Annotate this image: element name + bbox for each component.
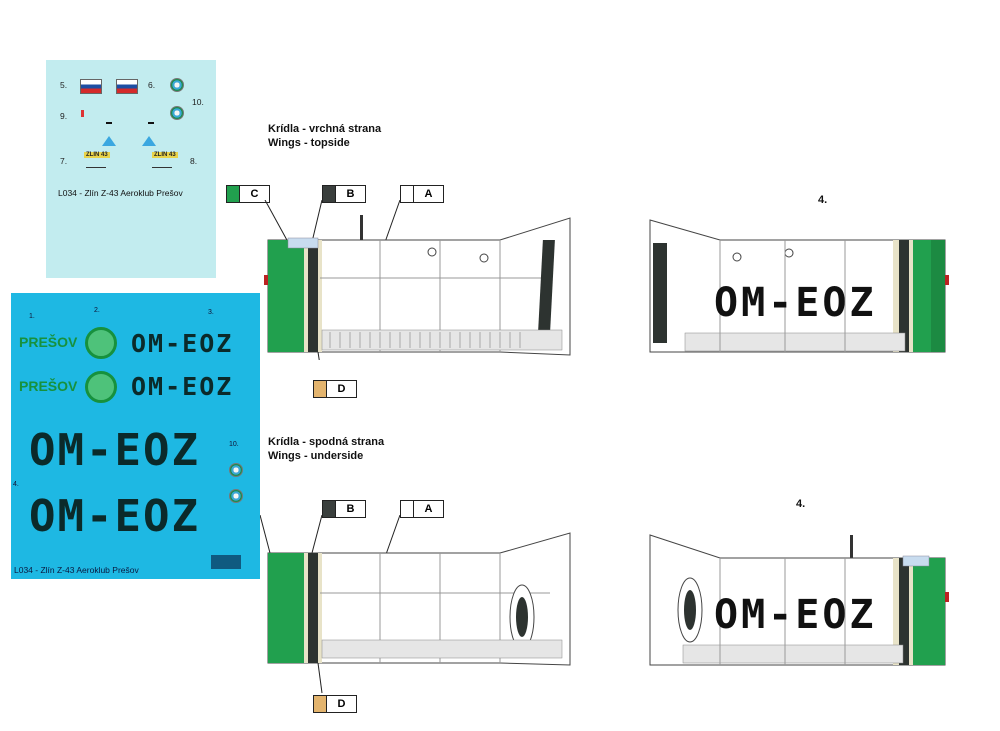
decal-number: 8.	[190, 156, 198, 166]
aeroclub-logo-decal	[85, 327, 117, 359]
color-box-label: A	[424, 188, 433, 200]
slovak-flag-decal	[116, 79, 138, 94]
decal-number: 3.	[208, 309, 214, 316]
color-box-c: C	[226, 185, 270, 203]
red-mark-decal	[81, 110, 84, 117]
decal-number-label: 4.	[796, 498, 806, 510]
underside-heading-en: Wings - underside	[268, 450, 364, 462]
color-swatch-d	[314, 381, 327, 397]
manufacturer-logo	[211, 555, 241, 569]
line-decal	[86, 167, 106, 168]
decal-number: 9.	[60, 111, 68, 121]
presov-text-decal: PREŠOV	[19, 378, 78, 394]
wing-underside-right-drawing	[649, 534, 949, 666]
color-box-a: A	[400, 500, 444, 518]
topside-heading-sk: Krídla - vrchná strana	[268, 123, 382, 135]
color-swatch-a	[401, 501, 414, 517]
color-box-label: D	[337, 383, 346, 395]
color-box-label: B	[346, 503, 355, 515]
color-swatch-c	[227, 186, 240, 202]
color-box-a: A	[400, 185, 444, 203]
zlin-badge-decal: ZLIN 43	[84, 152, 110, 158]
aeroclub-logo-decal	[85, 371, 117, 403]
decal-number-label: 4.	[818, 194, 828, 206]
topside-heading-en: Wings - topside	[268, 137, 350, 149]
wing-topside-left-drawing	[264, 200, 571, 360]
roundel-decal	[170, 78, 184, 92]
decal-number: 10.	[192, 97, 204, 107]
zlin-badge-decal: ZLIN 43	[152, 152, 178, 158]
wing-underside-left-drawing	[260, 515, 571, 694]
decal-number: 2.	[94, 307, 100, 314]
presov-text-decal: PREŠOV	[19, 334, 78, 350]
color-box-label: A	[424, 503, 433, 515]
wing-registration-topside: OM-EOZ	[714, 280, 877, 326]
color-box-label: D	[337, 698, 346, 710]
color-box-d: D	[313, 695, 357, 713]
roundel-decal	[170, 106, 184, 120]
decal-number: 10.	[229, 441, 239, 448]
wing-topside-right-drawing	[649, 219, 949, 353]
slovak-flag-decal	[80, 79, 102, 94]
dash-decal	[106, 122, 112, 124]
decal-number: 5.	[60, 80, 68, 90]
dash-decal	[148, 122, 154, 124]
registration-decal-large: OM-EOZ	[29, 491, 200, 542]
registration-decal-small: OM-EOZ	[131, 329, 234, 358]
registration-decal-small: OM-EOZ	[131, 372, 234, 401]
roundel-decal	[229, 463, 243, 477]
color-box-label: C	[250, 188, 259, 200]
roundel-decal	[229, 489, 243, 503]
decal-number: 6.	[148, 80, 156, 90]
color-swatch-b	[323, 186, 336, 202]
decal-number: 1.	[29, 313, 35, 320]
underside-heading-sk: Krídla - spodná strana	[268, 436, 385, 448]
underside-heading: Krídla - spodná strana Wings - underside	[268, 435, 384, 463]
sheet-title: L034 - Zlín Z-43 Aeroklub Prešov	[14, 565, 139, 575]
triangle-decal	[102, 136, 116, 146]
decal-number: 4.	[13, 481, 19, 488]
decal-sheet-small: 5. 6. 10. 9. 7. ZLIN 43 ZLIN 43 8. L034 …	[46, 60, 216, 278]
registration-decal-large: OM-EOZ	[29, 425, 200, 476]
color-box-b: B	[322, 185, 366, 203]
wing-registration-underside: OM-EOZ	[714, 592, 877, 638]
line-decal	[152, 167, 172, 168]
topside-heading: Krídla - vrchná strana Wings - topside	[268, 122, 381, 150]
color-box-b: B	[322, 500, 366, 518]
decal-sheet-large: 1. 2. 3. PREŠOV OM-EOZ PREŠOV OM-EOZ 10.…	[11, 293, 260, 579]
color-box-label: B	[346, 188, 355, 200]
decal-number: 7.	[60, 156, 68, 166]
color-swatch-d	[314, 696, 327, 712]
triangle-decal	[142, 136, 156, 146]
sheet-title: L034 - Zlín Z-43 Aeroklub Prešov	[58, 188, 183, 198]
color-swatch-a	[401, 186, 414, 202]
color-swatch-b	[323, 501, 336, 517]
color-box-d: D	[313, 380, 357, 398]
